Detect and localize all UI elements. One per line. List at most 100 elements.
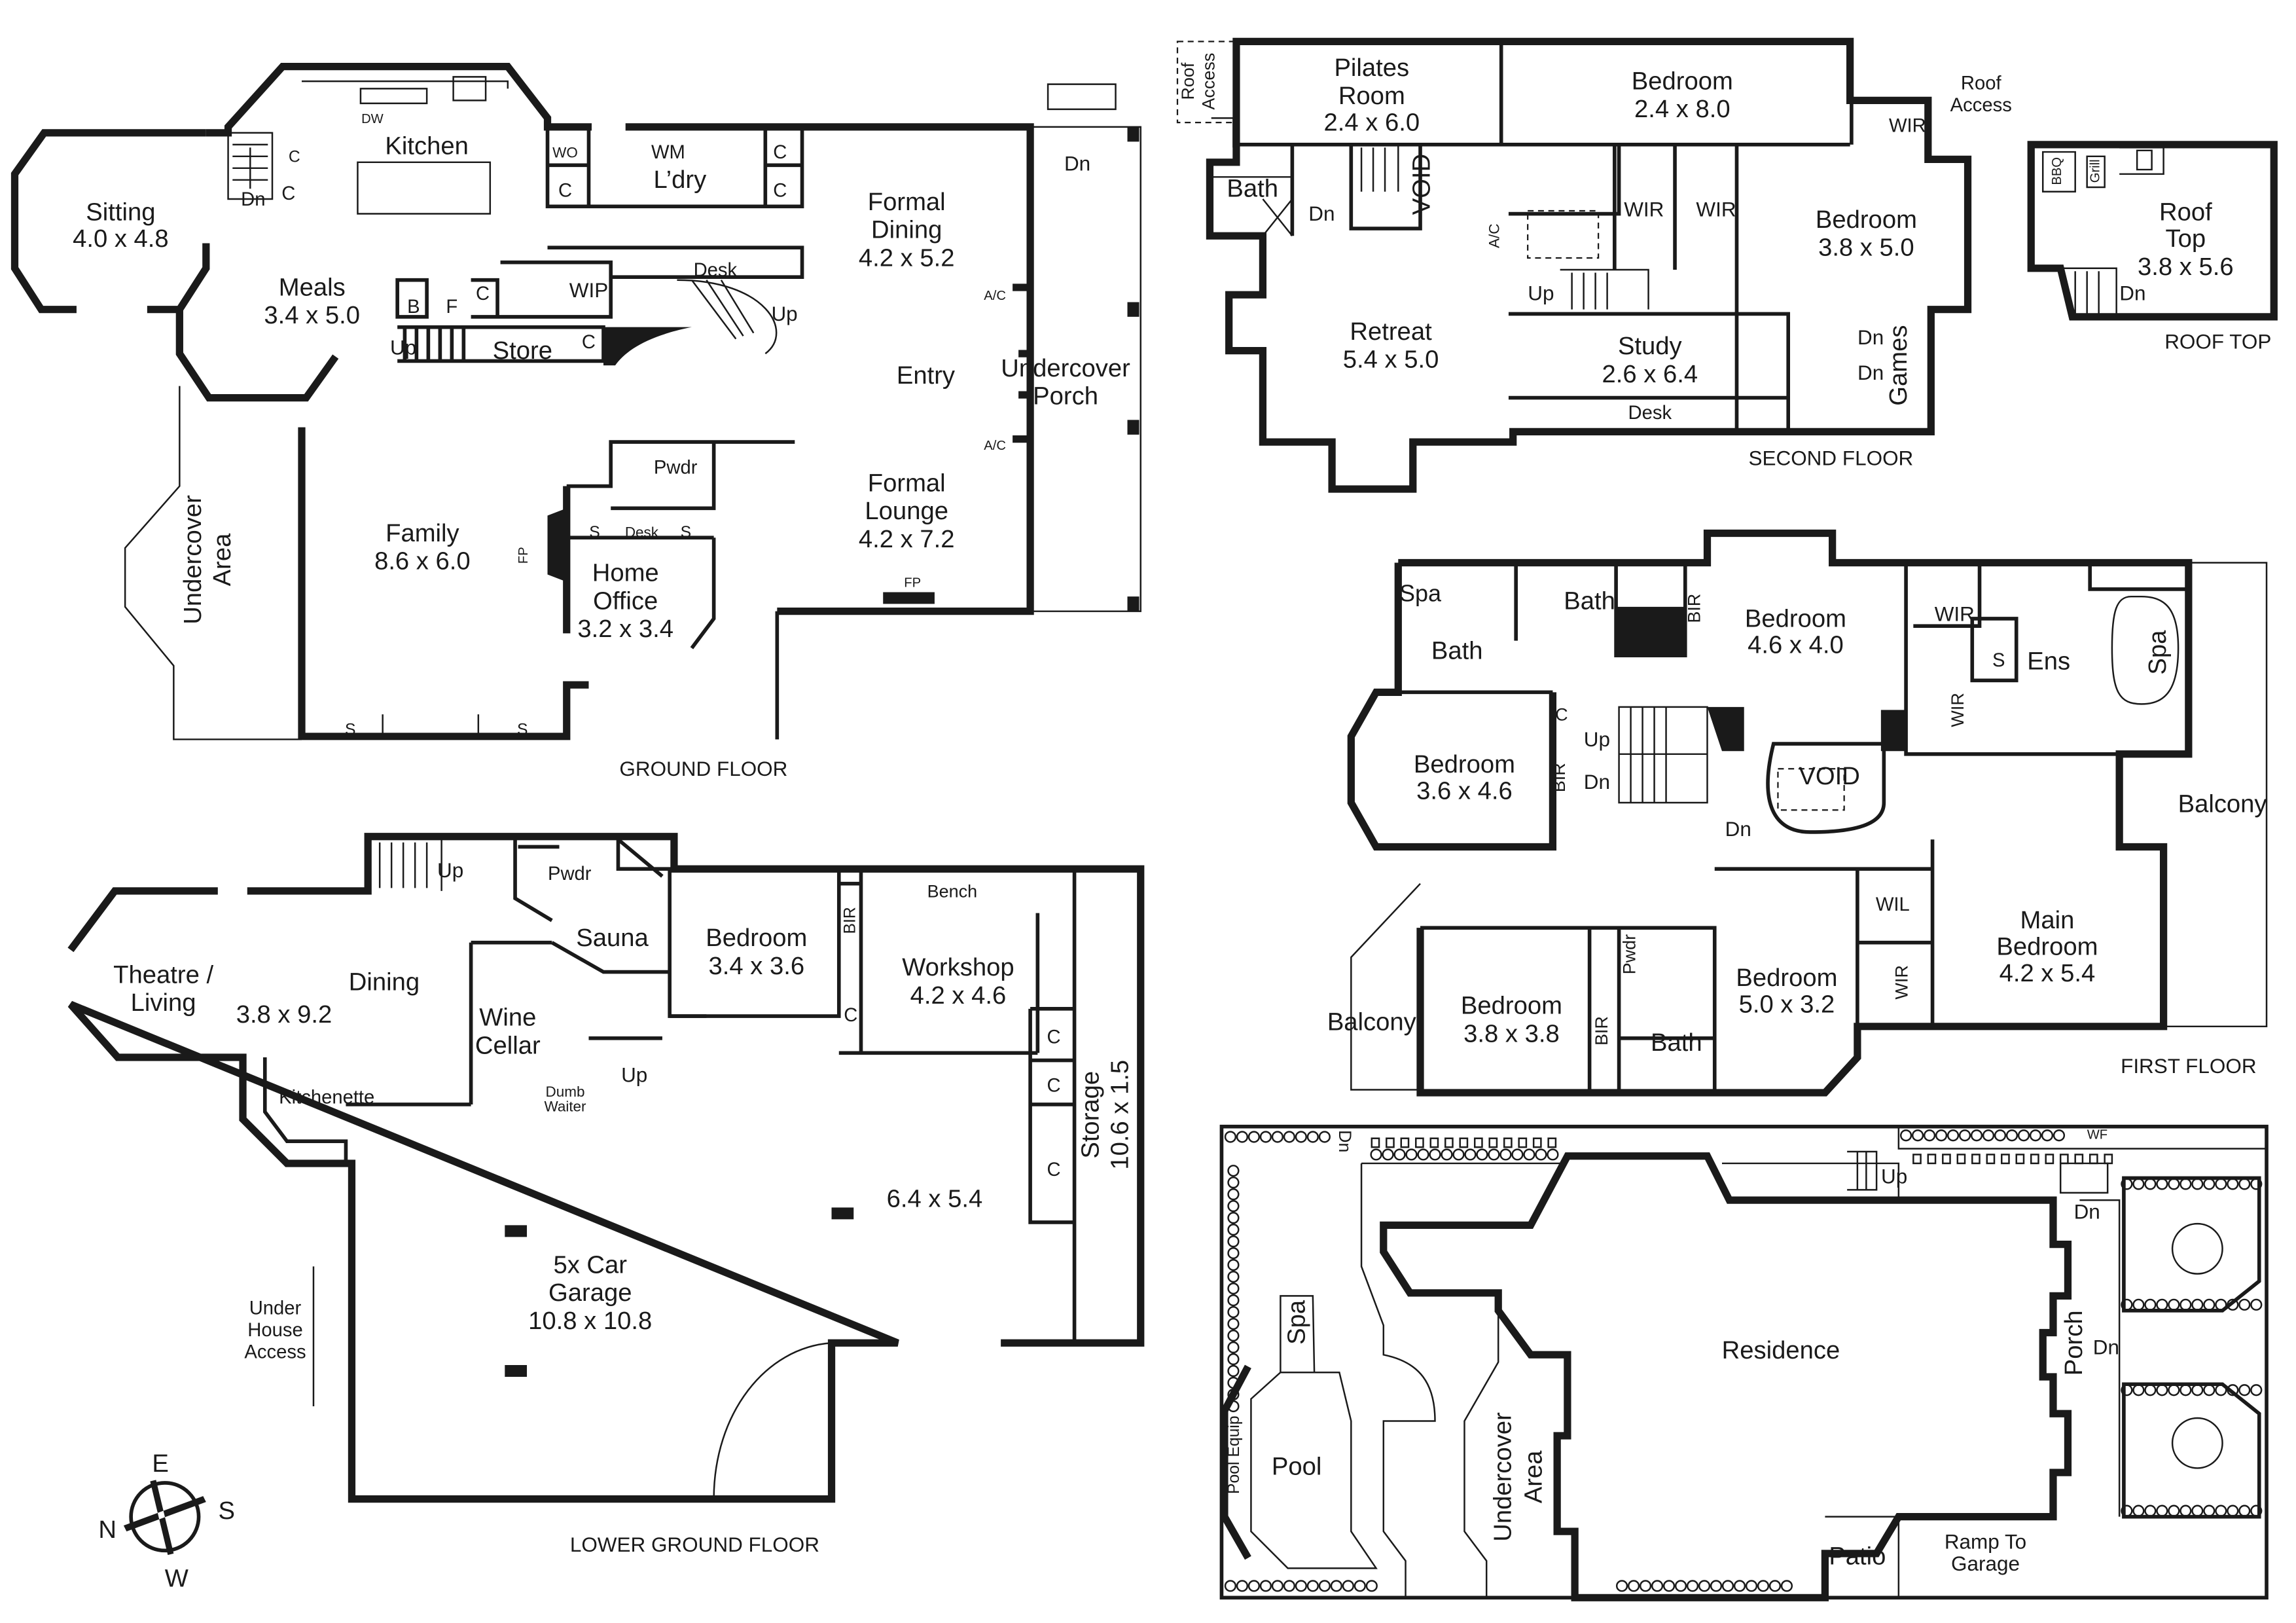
paver-icon [2059, 1154, 2069, 1165]
hedge-icon [1441, 1148, 1453, 1161]
roof-top-plan [2027, 141, 2278, 321]
first-floor-label: Bedroom [1414, 750, 1515, 778]
hedge-icon [1899, 1129, 1912, 1142]
hedge-icon [1499, 1148, 1512, 1161]
first-floor-label: 4.2 x 5.4 [2000, 959, 2096, 987]
site-plan-label: Up [1881, 1165, 1907, 1188]
hedge-icon [1370, 1148, 1382, 1161]
hedge-icon [1639, 1580, 1652, 1592]
curve-wall [603, 327, 692, 366]
entry-walls [1013, 283, 1031, 443]
paver-icon [2045, 1154, 2054, 1165]
hedge-icon [1227, 1317, 1240, 1330]
hedge-icon [2227, 1504, 2239, 1517]
tree-icon [2171, 1417, 2223, 1469]
first-floor-label: BIR [1592, 1016, 1611, 1046]
first-floor-internal [1398, 562, 2189, 1093]
ground-floor-label: F [446, 297, 457, 318]
lower-ground-floor-label: C [1047, 1076, 1061, 1097]
hedge-icon [2132, 1504, 2145, 1517]
bedroom-lower-walls [670, 869, 1040, 1055]
roof-top-outline [2027, 141, 2278, 321]
hedge-icon [1994, 1129, 2007, 1142]
ground-floor-label: C [773, 181, 787, 202]
ground-floor-label: Area [208, 533, 236, 586]
second-floor-label: 2.4 x 8.0 [1634, 95, 1731, 123]
ground-floor-label: FP [516, 547, 531, 564]
lower-ground-floor-label: 3.4 x 3.6 [709, 952, 805, 980]
site-plan-label: Dn [2093, 1336, 2119, 1359]
second-floor-label: Up [1528, 282, 1554, 305]
second-floor-label: 3.8 x 5.0 [1818, 234, 1914, 262]
first-floor-label: 5.0 x 3.2 [1739, 990, 1835, 1018]
hedge-icon [2250, 1504, 2263, 1517]
lower-ground-floor-label: Kitchenette [279, 1087, 374, 1108]
paver-icon [1942, 1154, 1951, 1165]
roof-top-label: ROOF TOP [2164, 331, 2271, 354]
tree-icon [2171, 1222, 2223, 1275]
hedge-icon [2132, 1298, 2145, 1311]
lower-ground-floor-label: Garage [548, 1279, 632, 1307]
hedge-icon [1318, 1131, 1331, 1143]
hedge-icon [1464, 1148, 1477, 1161]
ground-floor-label: Desk [625, 524, 659, 540]
hedge-icon [1768, 1580, 1782, 1592]
second-floor-label: Dn [1857, 361, 1884, 384]
hedge-icon [1970, 1129, 1983, 1142]
lower-ground-floor-label: 10.6 x 1.5 [1106, 1060, 1134, 1170]
first-floor-label: Bedroom [1745, 604, 1846, 632]
lower-ground-floor-label: BIR [841, 907, 859, 934]
hedge-icon [1946, 1129, 1960, 1142]
hedge-icon [1227, 1305, 1240, 1319]
hedge-icon [1227, 1329, 1240, 1342]
family-walls [298, 427, 589, 740]
first-floor-label: Main [2020, 906, 2075, 934]
ground-floor-label: C [582, 332, 596, 353]
ground-floor-label: Sitting [86, 198, 155, 227]
second-stair [1351, 143, 1649, 310]
site-plan-label: Pool Equip [1225, 1415, 1243, 1494]
hedge-icon [1710, 1580, 1723, 1592]
hedge-icon [2227, 1384, 2239, 1396]
second-floor-label: Desk [1628, 403, 1672, 424]
lower-ground-floor-label: Up [621, 1064, 647, 1087]
stair-lower [368, 835, 442, 891]
ground-floor-label: Undercover [179, 495, 207, 625]
ground-floor-label: WM [651, 142, 685, 163]
ground-floor-label: Dn [241, 189, 265, 210]
paver-icon [1518, 1137, 1528, 1148]
ground-floor-label: Meals [279, 273, 346, 301]
hedge-icon [1271, 1131, 1283, 1143]
hedge-icon [1259, 1580, 1272, 1592]
first-floor-label: WIL [1876, 894, 1910, 915]
hedge-icon [1318, 1580, 1331, 1592]
hedge-icon [1488, 1148, 1500, 1161]
hedge-icon [1935, 1129, 1948, 1142]
site-plan-label: Porch [2060, 1310, 2088, 1376]
second-floor-label: Study [1618, 332, 1683, 360]
hedge-icon [1295, 1580, 1307, 1592]
ground-floor-label: Up [390, 337, 416, 359]
laundry-walls [545, 126, 804, 209]
first-floor-label: BIR [1685, 594, 1704, 623]
hedge-icon [1306, 1580, 1319, 1592]
site-plan [1219, 1124, 2269, 1601]
ground-floor-label: Kitchen [385, 132, 468, 160]
ground-floor-label: Family [386, 519, 459, 547]
first-stair [1618, 706, 1708, 804]
hedge-icon [1382, 1148, 1394, 1161]
hedge-icon [2144, 1384, 2157, 1396]
paver-icon [1971, 1154, 1981, 1165]
hedge-icon [1283, 1580, 1295, 1592]
first-floor-label: S [1992, 650, 2005, 671]
compass-south-label: S [219, 1497, 236, 1525]
ground-floor-label: C [476, 283, 490, 304]
ground-floor-label: GROUND FLOOR [619, 757, 787, 780]
roof-top-stair [2041, 147, 2164, 317]
hedge-icon [1236, 1580, 1249, 1592]
lower-ground-floor-label: House [247, 1320, 302, 1341]
second-floor-label: Pilates [1334, 54, 1409, 82]
lower-ground-floor-label: Waiter [544, 1098, 586, 1114]
hedge-icon [1227, 1376, 1240, 1389]
